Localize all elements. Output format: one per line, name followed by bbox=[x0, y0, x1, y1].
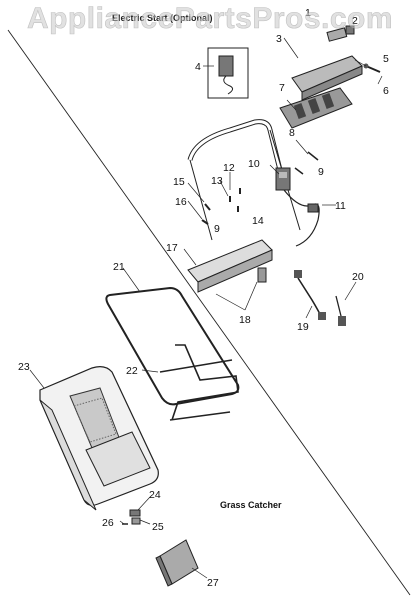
callout-8: 8 bbox=[289, 127, 295, 139]
callout-4: 4 bbox=[195, 61, 201, 73]
part-key bbox=[326, 25, 355, 42]
part-flap bbox=[155, 539, 199, 587]
callout-2: 2 bbox=[352, 15, 358, 27]
callout-11: 11 bbox=[335, 200, 346, 212]
callout-26: 26 bbox=[102, 517, 114, 529]
leader-lines bbox=[29, 37, 383, 579]
part-switch-box bbox=[275, 167, 291, 191]
callout-15: 15 bbox=[173, 176, 185, 188]
callout-23: 23 bbox=[18, 361, 30, 373]
callout-6: 6 bbox=[383, 85, 389, 97]
part-battery-housing bbox=[291, 55, 363, 101]
callout-9b: 9 bbox=[214, 223, 220, 235]
part-bolt bbox=[294, 167, 304, 175]
part-connector-20 bbox=[335, 295, 346, 326]
callout-14: 14 bbox=[252, 215, 264, 227]
part-charger bbox=[207, 47, 249, 99]
callout-10: 10 bbox=[248, 158, 260, 170]
part-grass-catcher-bag bbox=[39, 366, 159, 511]
part-bracket bbox=[187, 239, 273, 293]
part-catcher-frame-lower bbox=[159, 344, 239, 421]
callout-27: 27 bbox=[207, 577, 219, 589]
separator-line bbox=[7, 29, 411, 596]
electric-start-label: Electric Start (Optional) bbox=[112, 13, 213, 23]
callout-5: 5 bbox=[383, 53, 389, 65]
callout-16: 16 bbox=[175, 196, 187, 208]
callout-12: 12 bbox=[223, 162, 235, 174]
callout-18: 18 bbox=[239, 314, 251, 326]
callout-9a: 9 bbox=[318, 166, 324, 178]
part-catcher-frame bbox=[105, 286, 240, 406]
part-screw bbox=[363, 63, 381, 73]
part-fasteners bbox=[201, 188, 241, 225]
callout-20: 20 bbox=[352, 271, 364, 283]
part-clip bbox=[122, 509, 141, 525]
part-battery bbox=[279, 87, 353, 129]
callout-17: 17 bbox=[166, 242, 178, 254]
part-connector bbox=[307, 203, 319, 213]
callout-3: 3 bbox=[276, 33, 282, 45]
callout-7: 7 bbox=[279, 82, 285, 94]
part-bolt bbox=[307, 151, 319, 161]
callout-13: 13 bbox=[211, 175, 223, 187]
callout-22: 22 bbox=[126, 365, 138, 377]
callout-24: 24 bbox=[149, 489, 161, 501]
callout-numbers: 1 2 3 4 5 6 7 8 9 10 11 12 13 9 14 15 16… bbox=[18, 7, 389, 589]
callout-25: 25 bbox=[152, 521, 164, 533]
part-wire bbox=[294, 270, 326, 320]
part-wire-harness bbox=[283, 189, 320, 247]
grass-catcher-caption: Grass Catcher bbox=[220, 500, 282, 510]
callout-19: 19 bbox=[297, 321, 309, 333]
callout-1: 1 bbox=[305, 7, 311, 19]
callout-21: 21 bbox=[113, 261, 125, 273]
